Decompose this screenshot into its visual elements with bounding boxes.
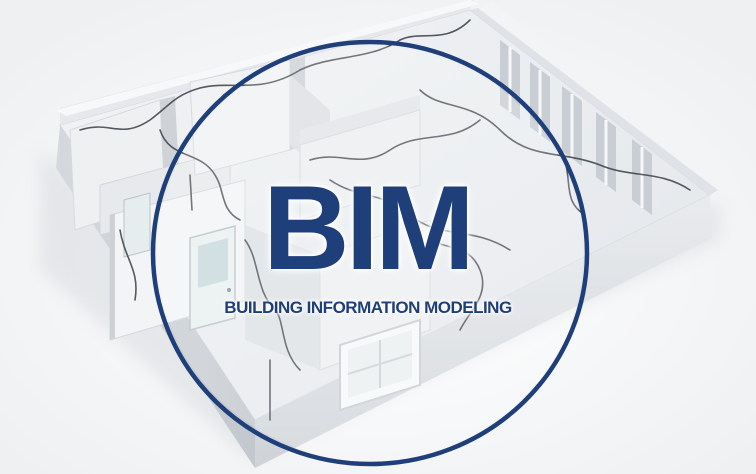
- electrical-wiring: [79, 19, 691, 421]
- back-right-wall-face: [478, 2, 726, 190]
- window-mullions: [508, 47, 644, 208]
- door: [189, 225, 236, 331]
- logo-title: BIM: [263, 161, 475, 295]
- front-window: [339, 318, 421, 412]
- back-right-wall: [470, 8, 718, 195]
- emblem-halo: [157, 46, 583, 460]
- door-small: [123, 192, 151, 258]
- back-left-wall-top: [56, 0, 480, 116]
- emblem-ring: [150, 39, 590, 467]
- logo-subtitle: BUILDING INFORMATION MODELING: [224, 298, 512, 317]
